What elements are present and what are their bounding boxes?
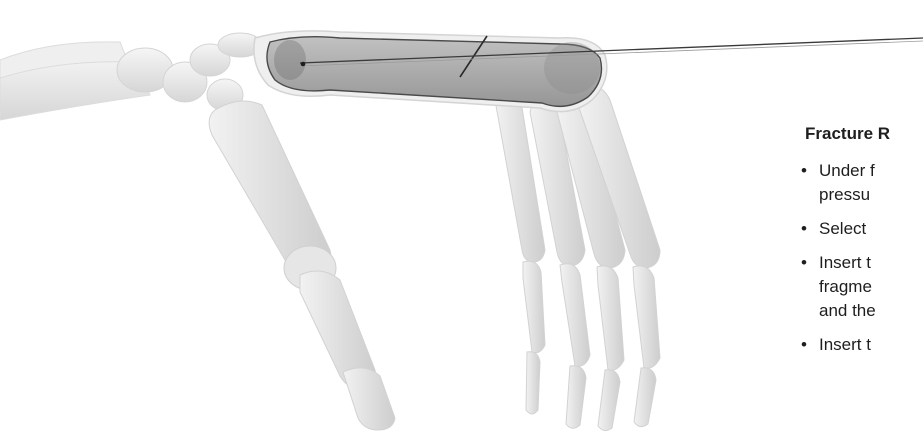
technique-text-panel: Fracture R • Under f pressu • Select • I…	[805, 124, 923, 367]
steps-list: • Under f pressu • Select • Insert t fra…	[805, 159, 923, 357]
carpal-bones	[117, 33, 262, 111]
list-item: • Under f pressu	[805, 159, 923, 207]
bullet-icon: •	[801, 159, 807, 183]
finger-bones	[495, 80, 660, 431]
step-text-line: and the	[819, 299, 923, 323]
list-item: • Select	[805, 217, 923, 241]
thumb-bones	[209, 101, 395, 430]
step-text-line: Insert t	[819, 333, 923, 357]
bullet-icon: •	[801, 251, 807, 275]
step-text-line: Insert t	[819, 251, 923, 275]
bullet-icon: •	[801, 217, 807, 241]
list-item: • Insert t fragme and the	[805, 251, 923, 323]
list-item: • Insert t	[805, 333, 923, 357]
metacarpal-bone	[254, 31, 607, 112]
step-text-line: pressu	[819, 183, 923, 207]
step-text-line: fragme	[819, 275, 923, 299]
step-text-line: Under f	[819, 159, 923, 183]
step-text-line: Select	[819, 217, 923, 241]
bullet-icon: •	[801, 333, 807, 357]
panel-title: Fracture R	[805, 124, 923, 144]
